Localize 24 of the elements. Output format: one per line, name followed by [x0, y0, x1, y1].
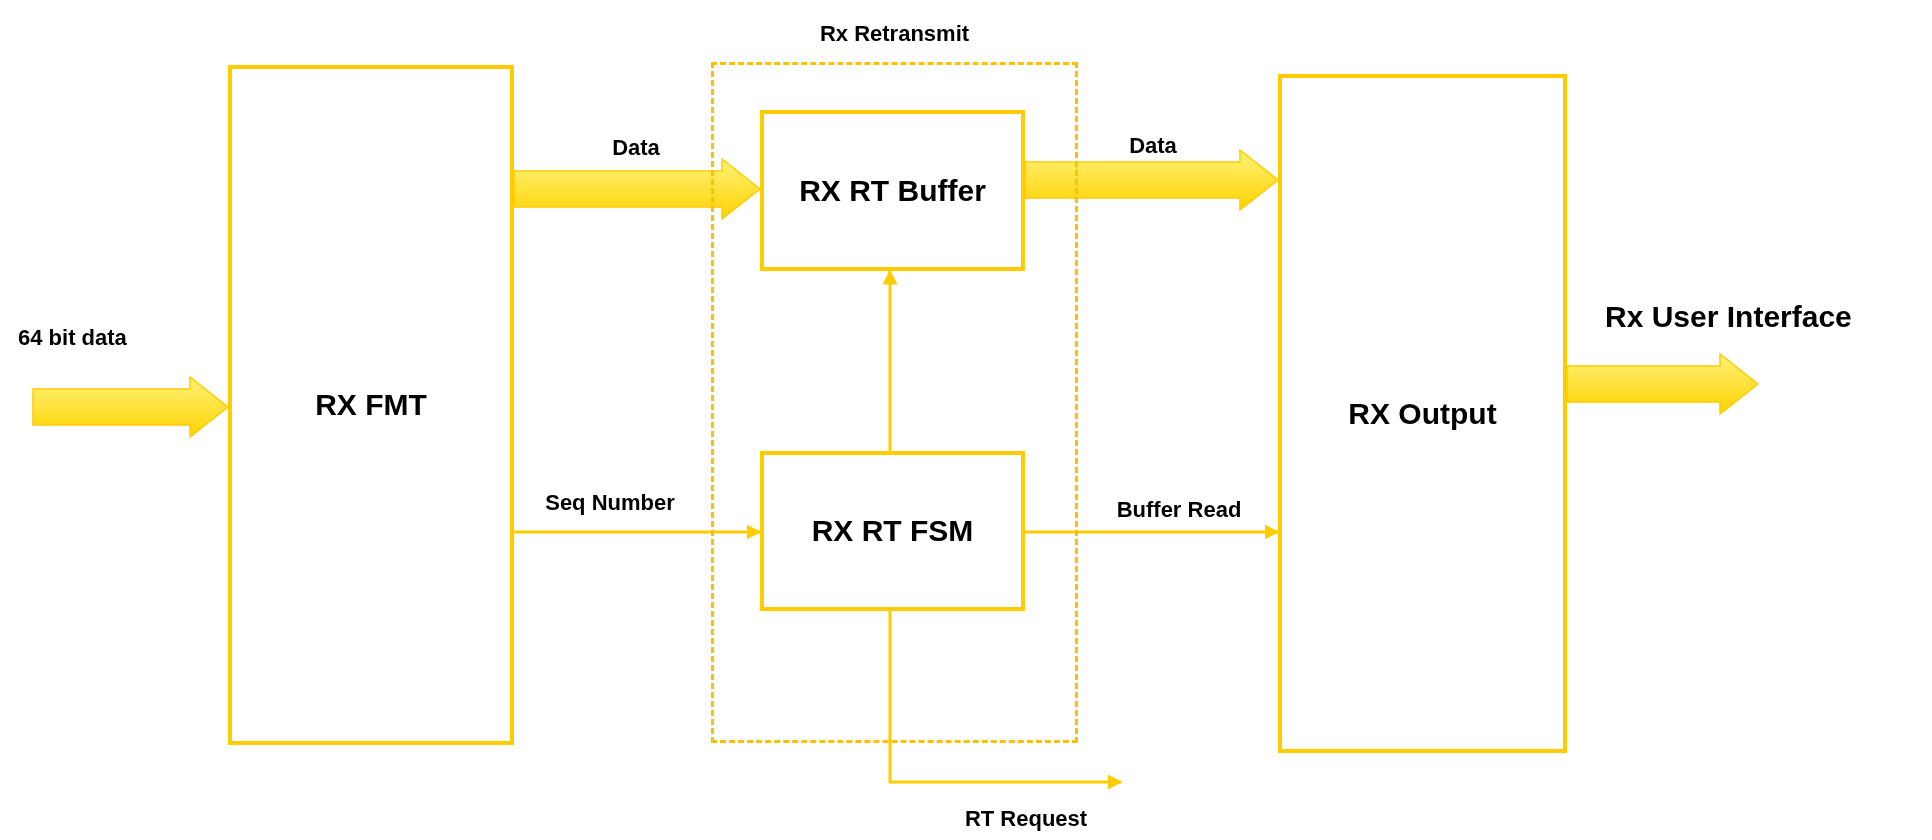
block-arrow — [32, 375, 230, 439]
block-box — [228, 65, 514, 745]
edge-label: Data — [612, 135, 660, 161]
arrow — [1025, 524, 1280, 540]
block-box — [760, 110, 1025, 271]
arrow — [514, 524, 762, 540]
edge-label: 64 bit data — [18, 325, 127, 351]
edge-label: RT Request — [964, 806, 1088, 832]
block-box — [1278, 74, 1567, 753]
group-title: Rx Retransmit — [818, 21, 971, 47]
edge-label: Data — [1129, 133, 1177, 159]
block-label: RX Output — [1347, 395, 1498, 432]
block-label: RX RT Buffer — [798, 172, 987, 209]
edge-label: Seq Number — [545, 490, 675, 516]
arrow — [888, 611, 1123, 790]
arrow — [882, 269, 898, 451]
edge-label: Rx User Interface — [1605, 300, 1852, 334]
block-box — [760, 451, 1025, 611]
block-label: RX RT FSM — [810, 513, 975, 549]
block-label: RX FMT — [314, 387, 428, 423]
edge-label: Buffer Read — [1116, 497, 1242, 523]
block-arrow — [513, 157, 762, 221]
block-arrow — [1566, 352, 1760, 416]
block-arrow — [1024, 148, 1280, 212]
